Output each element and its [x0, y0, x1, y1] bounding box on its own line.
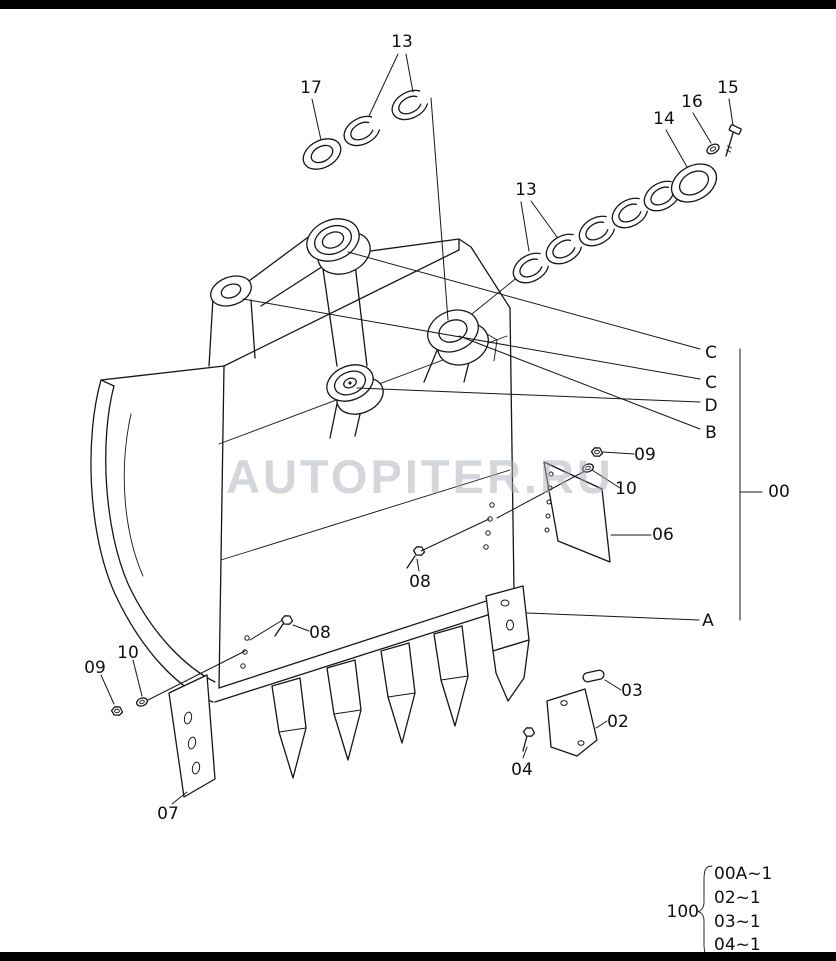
- callout-D: D: [704, 396, 717, 416]
- reference-lines: [242, 251, 763, 621]
- side-cutter-07: [168, 674, 216, 798]
- nut-09-left: [110, 706, 124, 716]
- snap-ring-13: [343, 115, 381, 147]
- washer-10-right: [582, 463, 594, 473]
- ring-17: [302, 138, 342, 170]
- callout-17: 17: [300, 78, 322, 98]
- bolt-08-upper: [406, 546, 426, 569]
- left-lug-boss: [210, 275, 252, 307]
- ref-row: 00A~1: [714, 864, 772, 884]
- top-pin-hub: [306, 218, 371, 275]
- bracket-02: [546, 688, 598, 757]
- bucket-teeth: [271, 585, 530, 779]
- corner-tooth: [485, 585, 530, 702]
- snap-ring-13: [545, 233, 583, 265]
- right-pin-bore: [427, 309, 489, 366]
- ref-brace: [696, 865, 713, 958]
- tooth: [380, 642, 416, 744]
- ref-table: 100 00A~1 02~1 03~1 04~1: [667, 864, 772, 958]
- callout-10-right: 10: [615, 479, 637, 499]
- callout-A: A: [702, 611, 714, 631]
- snap-ring-13: [391, 89, 429, 121]
- snap-ring-13: [611, 197, 649, 229]
- callout-02: 02: [607, 712, 629, 732]
- ref-row: 02~1: [714, 888, 761, 908]
- lower-pin-hub: [326, 364, 384, 415]
- callout-C1: C: [705, 343, 717, 363]
- watermark-text: AUTOPITER.RU: [226, 450, 614, 503]
- callout-10-left: 10: [117, 643, 139, 663]
- bolt-holes-left: [240, 635, 250, 669]
- callout-14: 14: [653, 109, 675, 129]
- pin-03: [582, 669, 605, 683]
- top-letterbox-bar: [0, 0, 836, 9]
- snap-ring-13: [578, 215, 616, 247]
- bolt-08-lower: [274, 615, 294, 637]
- callout-08-lower: 08: [309, 623, 331, 643]
- washer-16: [706, 143, 720, 155]
- callout-15: 15: [717, 78, 739, 98]
- callout-09-left: 09: [84, 658, 106, 678]
- callout-07: 07: [157, 804, 179, 824]
- callout-C2: C: [705, 373, 717, 393]
- callout-06: 06: [652, 525, 674, 545]
- callout-09-right: 09: [634, 445, 656, 465]
- callout-13-top: 13: [391, 32, 413, 52]
- bottom-letterbox-bar: [0, 952, 836, 961]
- callout-04: 04: [511, 760, 533, 780]
- tooth: [433, 625, 469, 727]
- seal-ring-14: [670, 163, 718, 203]
- bolt-04: [522, 727, 536, 752]
- callout-00: 00: [768, 482, 790, 502]
- callout-16: 16: [681, 92, 703, 112]
- callout-13-mid: 13: [515, 180, 537, 200]
- washer-10-left: [136, 697, 148, 707]
- ref-row: 04~1: [714, 935, 761, 955]
- callout-B: B: [705, 423, 717, 443]
- nut-09-right: [590, 447, 604, 457]
- ref-number: 100: [667, 902, 699, 922]
- bolt-15: [725, 124, 742, 157]
- side-plate-06: [543, 461, 611, 563]
- tooth: [271, 677, 307, 779]
- bolt-holes-right: [483, 502, 495, 550]
- snap-ring-13: [512, 252, 550, 284]
- leader-lines: [100, 53, 734, 805]
- tooth: [326, 659, 362, 761]
- callout-03: 03: [621, 681, 643, 701]
- ref-row: 03~1: [714, 912, 761, 932]
- callout-08-upper: 08: [409, 572, 431, 592]
